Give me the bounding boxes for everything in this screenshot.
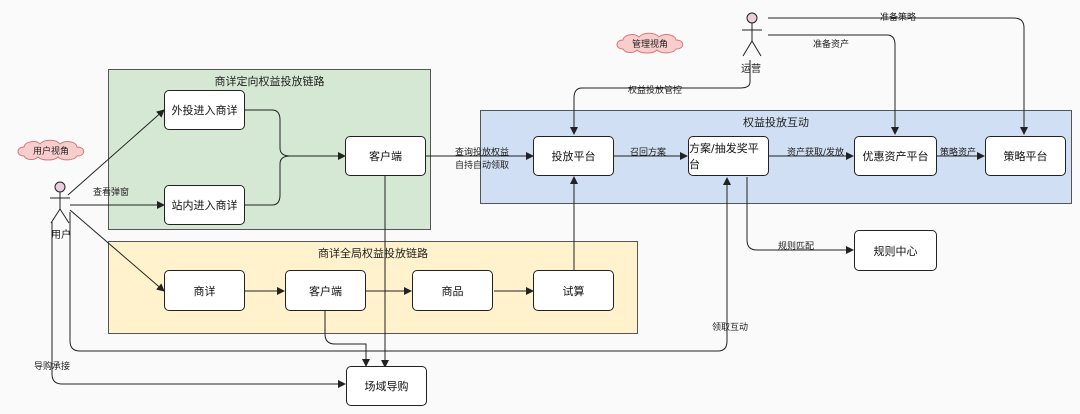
- edge-user-detail: [69, 209, 165, 292]
- node-trial-calc[interactable]: 试算: [533, 270, 614, 311]
- node-label: 客户端: [369, 150, 402, 163]
- edge-label-delivery-control: 权益投放管控: [628, 86, 683, 96]
- cloud-shape: [17, 139, 85, 161]
- edge-label-claim: 领取互动: [712, 323, 749, 333]
- edge-label-guide-takeover: 导购承接: [34, 362, 71, 372]
- edge-user-claim: [69, 177, 731, 352]
- actor-user[interactable]: [48, 181, 72, 225]
- node-client-bottom[interactable]: 客户端: [285, 270, 366, 311]
- node-label: 试算: [562, 284, 585, 298]
- edge-label-query-1: 查询投放权益: [455, 148, 510, 158]
- cloud-user-view: 用户视角: [14, 139, 88, 161]
- node-label: 客户端: [309, 284, 342, 298]
- node-plan-lottery-platform[interactable]: 方案/抽发奖平台: [688, 136, 769, 176]
- node-rule-center[interactable]: 规则中心: [854, 230, 937, 271]
- node-external-detail[interactable]: 外投进入商详: [164, 90, 245, 130]
- node-scene-guide[interactable]: 场域导购: [346, 366, 427, 406]
- node-label: 规则中心: [873, 244, 918, 258]
- node-label: 投放平台: [551, 150, 596, 163]
- node-coupon-asset-platform[interactable]: 优惠资产平台: [854, 136, 937, 176]
- edge-ops-delivery: [570, 60, 751, 135]
- edge-plan-rule: [746, 177, 854, 254]
- edge-label-strategy-asset: 策略资产: [940, 148, 977, 158]
- actor-user-label: 用户: [51, 230, 71, 241]
- node-label: 策略平台: [1003, 150, 1048, 163]
- edge-user-guide: [51, 222, 346, 388]
- stick-figure-icon: [50, 181, 70, 224]
- cloud-admin-view: 管理视角: [613, 32, 687, 54]
- node-label: 外投进入商详: [171, 104, 238, 117]
- group-title: 商详全局权益投放链路: [318, 247, 428, 260]
- node-label: 场域导购: [364, 380, 409, 393]
- cloud-label: 用户视角: [32, 146, 69, 157]
- node-label: 方案/抽发奖平台: [689, 142, 759, 171]
- edge-client2-guide: [324, 311, 370, 367]
- node-client-top[interactable]: 客户端: [345, 136, 426, 176]
- edge-label-rule-match: 规则匹配: [778, 242, 815, 252]
- cloud-shape: [616, 32, 684, 54]
- group-title: 权益投放互动: [743, 116, 809, 129]
- edge-label-view-popup: 查看弹窗: [93, 188, 130, 198]
- node-strategy-platform[interactable]: 策略平台: [985, 136, 1066, 176]
- edge-user-external: [67, 109, 165, 196]
- node-detail[interactable]: 商详: [164, 270, 245, 311]
- stick-figure-icon: [742, 12, 762, 57]
- edge-label-query-2: 自持自动领取: [455, 161, 510, 171]
- node-label: 优惠资产平台: [862, 150, 929, 163]
- edge-internal-client: [245, 155, 291, 206]
- node-delivery-platform[interactable]: 投放平台: [533, 136, 614, 176]
- edge-label-asset-fetch: 资产获取/发放: [787, 148, 845, 158]
- edge-label-recall: 召回方案: [630, 148, 667, 158]
- cloud-label: 管理视角: [631, 39, 668, 50]
- edge-label-prepare-strategy: 准备策略: [880, 13, 917, 23]
- edge-ops-coupon: [768, 34, 899, 135]
- edge-label-prepare-asset: 准备资产: [813, 40, 850, 50]
- actor-operations-label: 运营: [741, 64, 761, 75]
- node-label: 商详: [193, 284, 216, 298]
- edge-ops-strategy: [768, 17, 1028, 135]
- node-label: 商品: [441, 284, 464, 298]
- node-label: 站内进入商详: [171, 199, 238, 212]
- node-internal-detail[interactable]: 站内进入商详: [164, 185, 245, 225]
- edge-external-client: [245, 109, 346, 160]
- actor-operations[interactable]: [740, 12, 764, 58]
- group-title: 商详定向权益投放链路: [214, 75, 325, 88]
- node-product[interactable]: 商品: [412, 270, 493, 311]
